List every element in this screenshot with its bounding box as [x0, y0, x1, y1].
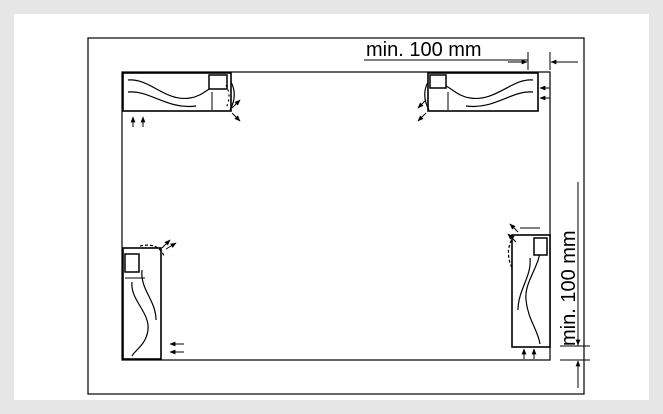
- horizontal-clearance-label: min. 100 mm: [366, 39, 482, 61]
- horizontal-clearance-dimension: min. 100 mm: [364, 39, 578, 70]
- device-top-left: [122, 72, 235, 112]
- enclosure-outline: [87, 37, 585, 395]
- device-bottom-left: [122, 244, 165, 360]
- vertical-clearance-label: min. 100 mm: [558, 230, 580, 346]
- mounting-area-outline: [121, 71, 551, 361]
- vertical-clearance-dimension: min. 100 mm: [558, 182, 590, 388]
- device-bottom-right: [507, 227, 551, 348]
- airflow-arrows-top-left: [130, 99, 241, 127]
- device-top-right: [424, 72, 539, 112]
- airflow-arrows-bottom-left: [161, 239, 184, 355]
- airflow-arrows-top-right: [417, 85, 550, 122]
- airflow-arrows-bottom-right: [507, 223, 537, 359]
